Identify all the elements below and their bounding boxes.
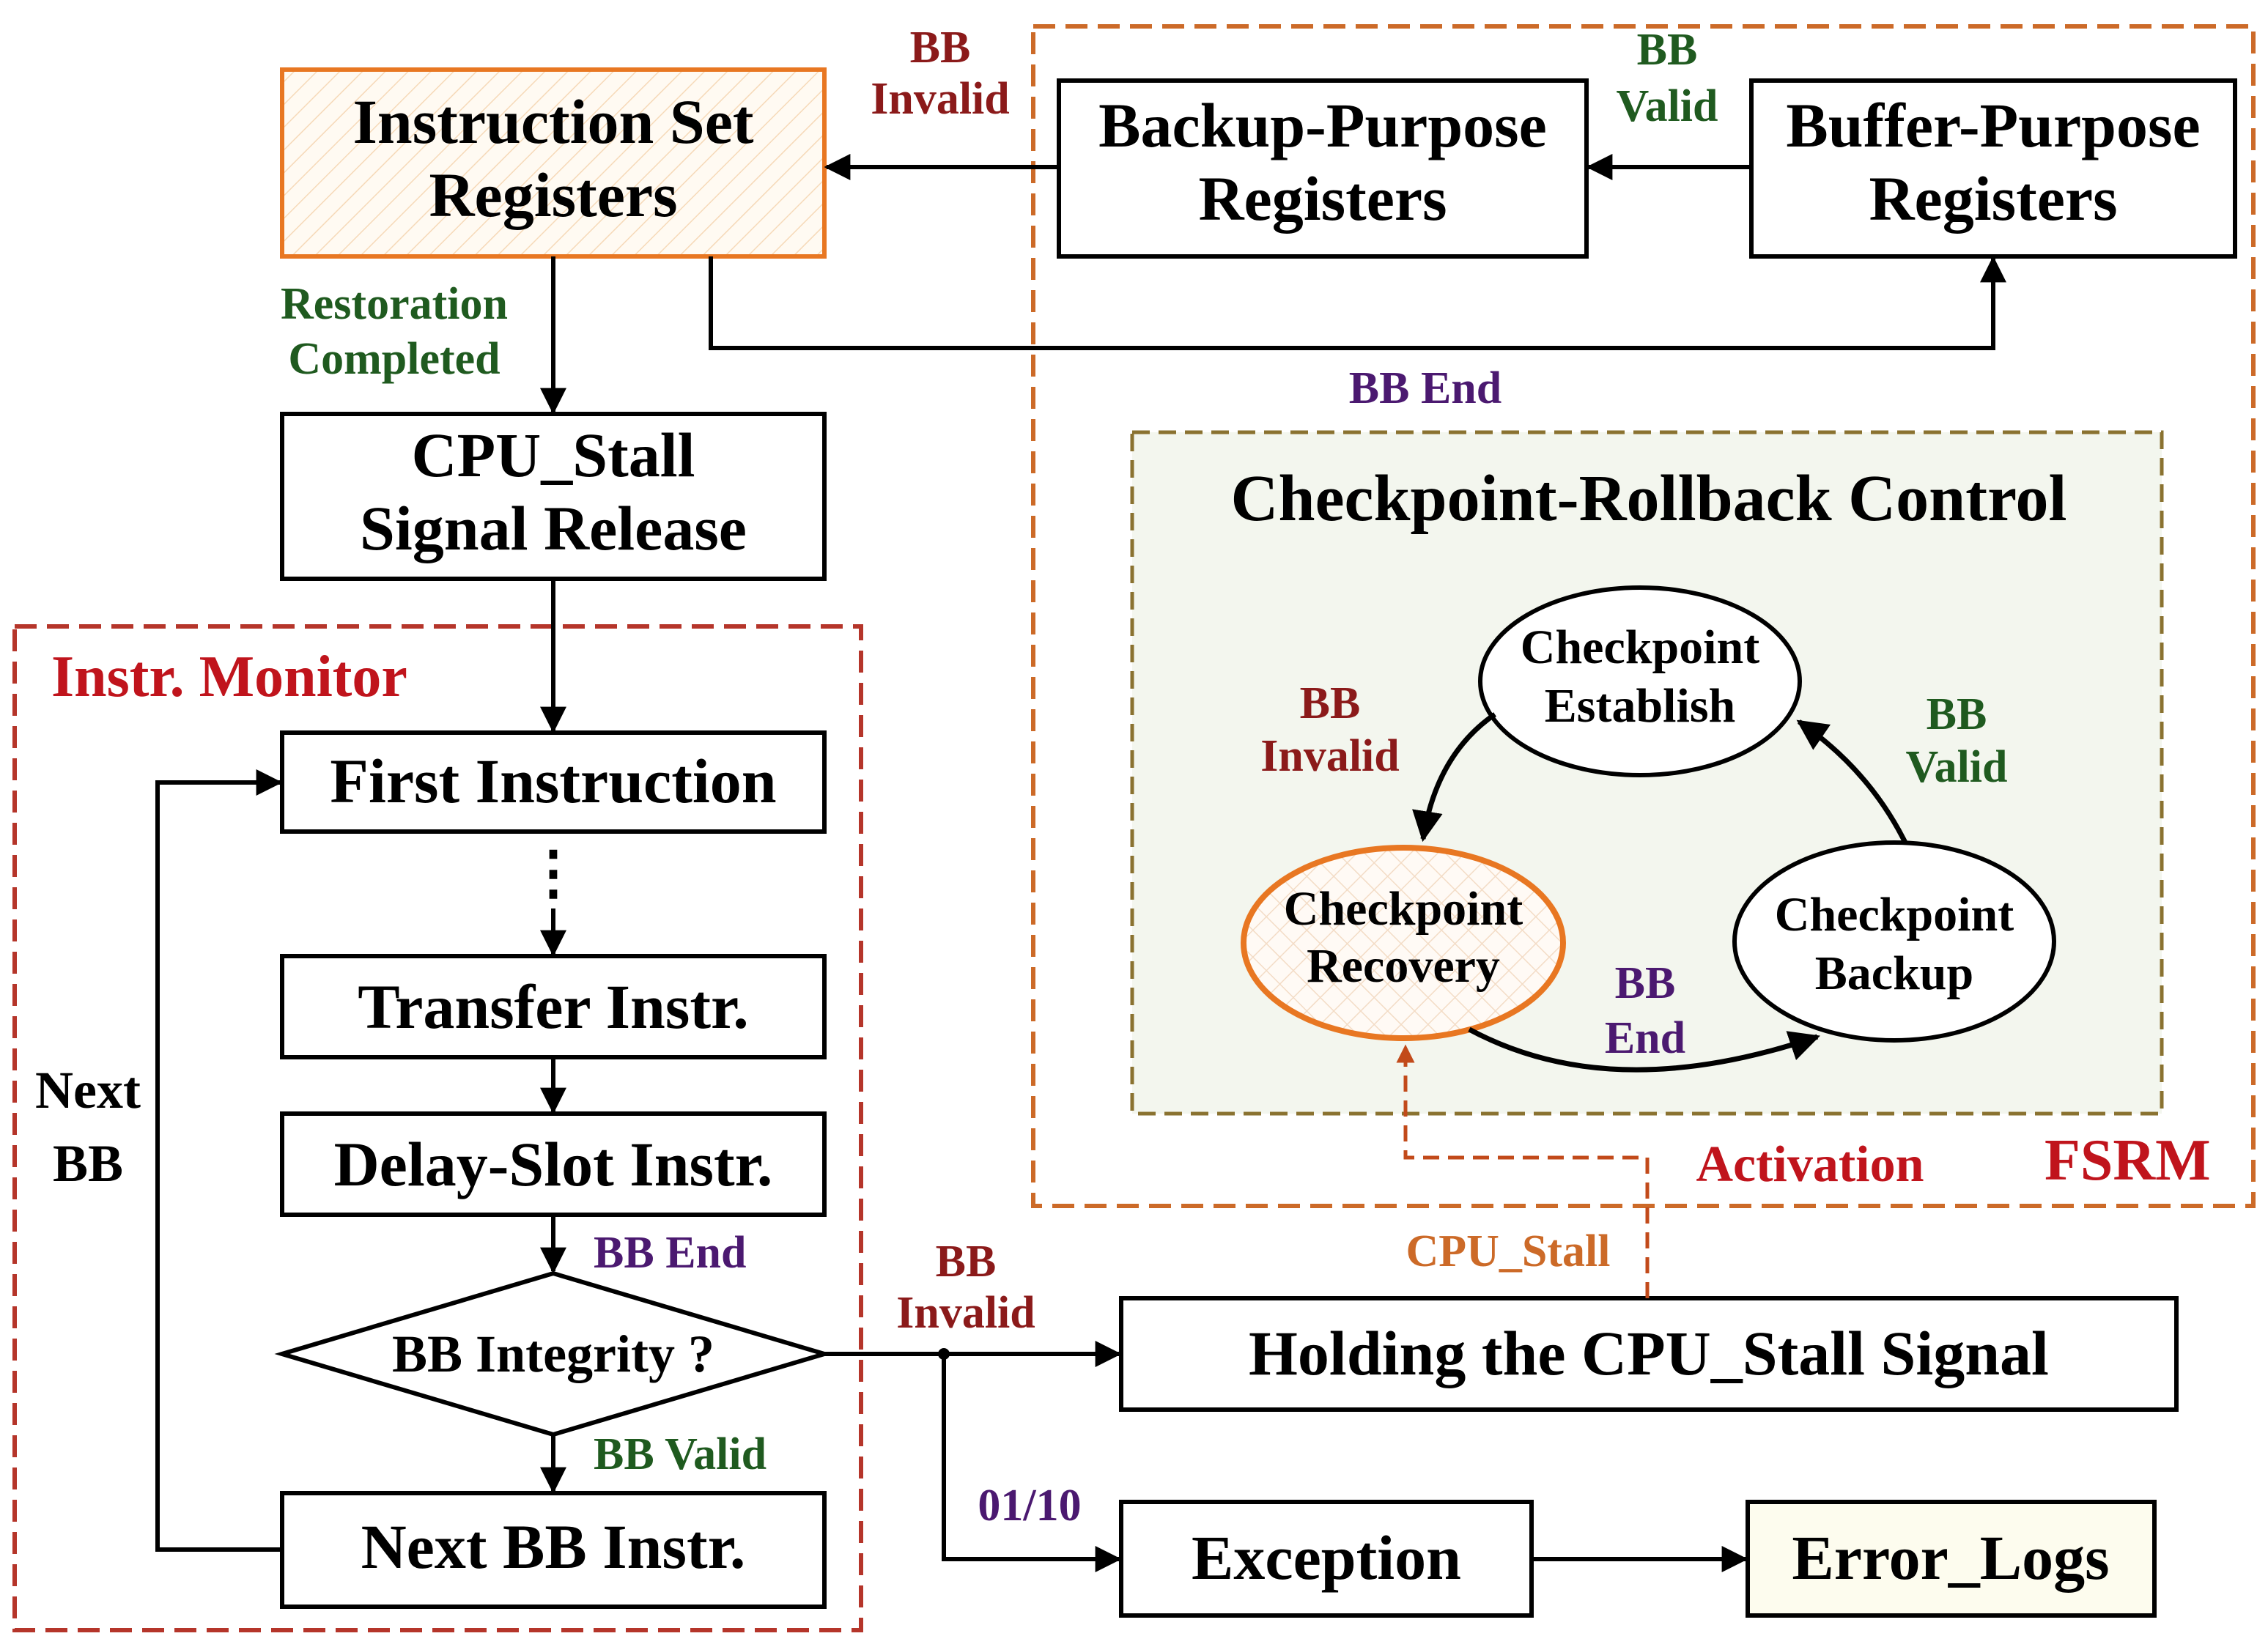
delay-slot-instr-box: Delay-Slot Instr.: [280, 1111, 827, 1217]
establish-line1: Checkpoint: [1521, 621, 1759, 674]
label-bb-end-top: BB End: [1349, 363, 1502, 413]
release-line1: CPU_Stall: [412, 420, 695, 490]
fsm-label-bb-invalid-2: Invalid: [1260, 731, 1400, 781]
label-bb-end-mid: BB End: [594, 1228, 747, 1278]
transition-backup-to-establish: [1796, 719, 1908, 844]
instruction-set-registers-box: Instruction Set Registers: [280, 67, 827, 259]
isr-line1: Instruction Set: [352, 86, 753, 157]
arrow-junction-to-exception: [942, 1354, 1122, 1572]
bb-integrity-decision: BB Integrity ?: [274, 1270, 832, 1437]
fsm-label-bb-end-2: End: [1605, 1013, 1685, 1063]
cpu-stall-release-box: CPU_Stall Signal Release: [280, 412, 827, 581]
label-bb-valid-top-1: BB: [1637, 25, 1698, 75]
arrow-isr-to-buffer: [709, 256, 2006, 350]
bpr-line2: Registers: [1198, 163, 1447, 234]
error-logs-box: Error_Logs: [1746, 1500, 2157, 1618]
isr-line2: Registers: [429, 160, 677, 230]
state-checkpoint-establish: Checkpoint Establish: [1478, 585, 1802, 777]
label-bb-invalid-mid-1: BB: [936, 1237, 997, 1287]
label-activation: Activation: [1696, 1136, 1924, 1193]
arrow-loop-next-bb: [155, 769, 283, 1552]
label-next-bb-1: Next: [35, 1061, 141, 1119]
holding-text: Holding the CPU_Stall Signal: [1249, 1318, 2049, 1388]
state-checkpoint-recovery: Checkpoint Recovery: [1241, 845, 1566, 1041]
next-bb-instr-text: Next BB Instr.: [361, 1511, 746, 1582]
instr-monitor-title: Instr. Monitor: [51, 645, 407, 709]
label-bb-valid-mid: BB Valid: [594, 1429, 767, 1479]
bpr-line1: Backup-Purpose: [1098, 90, 1547, 160]
first-instruction-box: First Instruction: [280, 730, 827, 834]
bb-integrity-text: BB Integrity ?: [392, 1325, 714, 1383]
error-logs-text: Error_Logs: [1792, 1522, 2109, 1593]
backup-line1: Checkpoint: [1775, 888, 2014, 941]
recovery-line2: Recovery: [1307, 939, 1500, 993]
transfer-instr-box: Transfer Instr.: [280, 954, 827, 1059]
label-code-0110: 01/10: [978, 1481, 1081, 1531]
fsm-label-bb-valid-2: Valid: [1905, 742, 2007, 792]
delay-slot-text: Delay-Slot Instr.: [334, 1129, 773, 1199]
holding-cpu-stall-box: Holding the CPU_Stall Signal: [1119, 1296, 2179, 1412]
fsrm-region: [1031, 24, 2256, 1208]
activation-dashed-path: [1396, 1044, 1650, 1298]
release-line2: Signal Release: [360, 493, 747, 563]
next-bb-instr-box: Next BB Instr.: [280, 1491, 827, 1609]
crc-title: Checkpoint-Rollback Control: [1231, 462, 2067, 535]
transfer-instr-text: Transfer Instr.: [358, 971, 749, 1042]
label-cpu-stall: CPU_Stall: [1406, 1226, 1611, 1276]
backup-purpose-registers-box: Backup-Purpose Registers: [1057, 78, 1589, 259]
label-bb-invalid-top-1: BB: [910, 23, 971, 73]
label-next-bb-2: BB: [53, 1134, 123, 1193]
label-restoration-2: Completed: [288, 334, 500, 384]
label-bb-invalid-top-2: Invalid: [871, 74, 1010, 124]
recovery-line1: Checkpoint: [1284, 882, 1523, 936]
label-restoration-1: Restoration: [281, 279, 508, 329]
establish-line2: Establish: [1545, 679, 1735, 733]
ellipsis-dots: ⋮: [524, 841, 583, 906]
backup-line2: Backup: [1815, 947, 1973, 1000]
instr-monitor-region: [12, 624, 863, 1632]
first-instruction-text: First Instruction: [330, 746, 776, 816]
fsm-label-bb-end-1: BB: [1615, 958, 1676, 1008]
exception-text: Exception: [1192, 1522, 1461, 1593]
exception-box: Exception: [1119, 1500, 1534, 1618]
fsm-label-bb-valid-1: BB: [1927, 689, 1987, 739]
bufr-line1: Buffer-Purpose: [1786, 90, 2200, 160]
buffer-purpose-registers-box: Buffer-Purpose Registers: [1749, 78, 2237, 259]
transition-recovery-to-backup: [1468, 1026, 1820, 1073]
state-checkpoint-backup: Checkpoint Backup: [1732, 840, 2056, 1043]
label-bb-valid-top-2: Valid: [1616, 81, 1718, 131]
fsm-label-bb-invalid-1: BB: [1300, 678, 1361, 728]
label-bb-invalid-mid-2: Invalid: [896, 1288, 1035, 1338]
fsrm-title: FSRM: [2044, 1128, 2211, 1193]
transition-establish-to-recovery: [1412, 712, 1496, 843]
bufr-line2: Registers: [1869, 163, 2117, 234]
